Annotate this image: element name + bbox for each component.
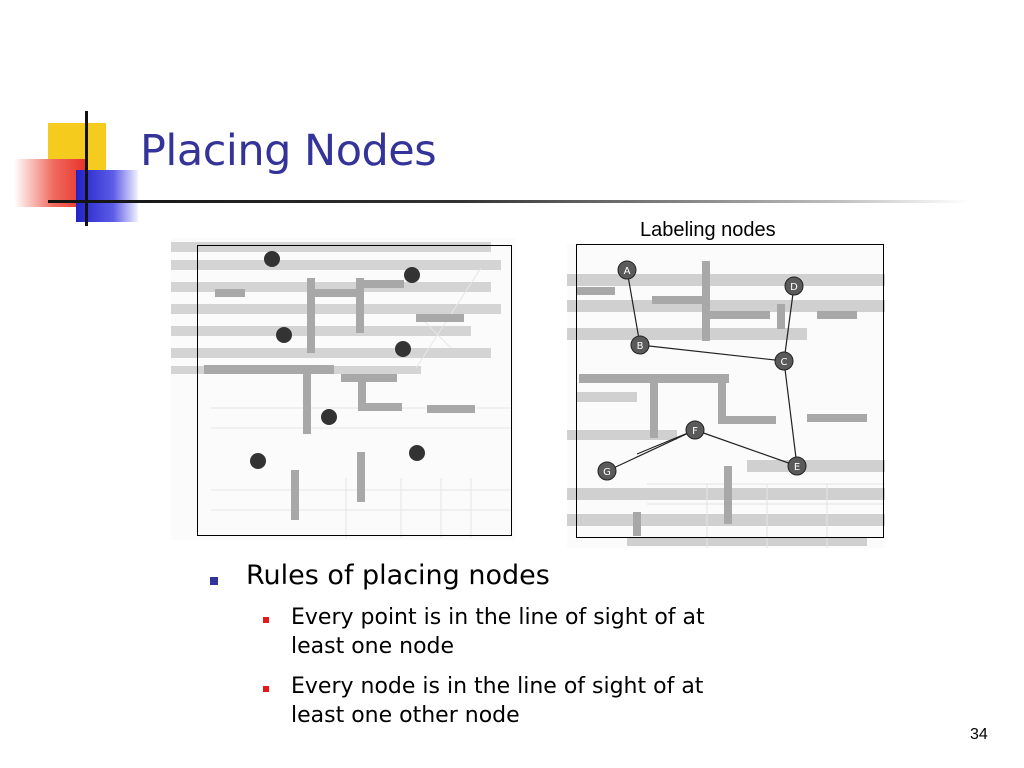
svg-text:C: C: [781, 357, 788, 368]
bullet-main: Rules of placing nodes: [246, 560, 550, 591]
graph-node-g: G: [597, 461, 617, 481]
graph-node-e: E: [787, 456, 807, 476]
bullet-square-main: [210, 577, 218, 585]
bullet-sub-2-line2: least one other node: [291, 703, 520, 728]
graph-node-a: A: [617, 260, 637, 280]
svg-text:E: E: [794, 462, 800, 473]
bullet-square-sub-2: [263, 686, 269, 692]
figure-caption: Labeling nodes: [640, 219, 776, 241]
graph-node-f: F: [685, 420, 705, 440]
page-number: 34: [970, 726, 988, 743]
bullet-sub-1: Every point is in the line of sight of a…: [291, 603, 811, 661]
svg-text:D: D: [790, 282, 798, 293]
maze-nodes-image: [171, 242, 511, 538]
svg-text:B: B: [637, 341, 644, 352]
svg-text:A: A: [624, 266, 631, 277]
graph-nodes: A B C D E F G: [597, 260, 807, 481]
figure-frame-right: [576, 244, 884, 538]
maze-graph-image: A B C D E F G: [567, 260, 885, 548]
maze-figure-labeled: A B C D E F G: [567, 244, 885, 548]
bullet-sub-1-line2: least one node: [291, 634, 455, 659]
bullet-sub-2-line1: Every node is in the line of sight of at: [291, 674, 704, 699]
node-dots: [250, 251, 425, 469]
bullet-square-sub-1: [263, 617, 269, 623]
svg-text:G: G: [603, 467, 611, 478]
graph-node-b: B: [630, 335, 650, 355]
slide-title: Placing Nodes: [140, 126, 437, 176]
decor-red-square: [14, 159, 86, 207]
bullet-sub-2: Every node is in the line of sight of at…: [291, 672, 811, 730]
decor-vertical-line: [85, 111, 88, 226]
graph-node-d: D: [784, 276, 804, 296]
bullet-sub-1-line1: Every point is in the line of sight of a…: [291, 605, 705, 630]
title-underline: [48, 200, 968, 203]
maze-figure-unlabeled: [171, 238, 515, 540]
graph-node-c: C: [774, 351, 794, 371]
figure-frame-left: [197, 245, 512, 536]
svg-text:F: F: [692, 426, 698, 437]
